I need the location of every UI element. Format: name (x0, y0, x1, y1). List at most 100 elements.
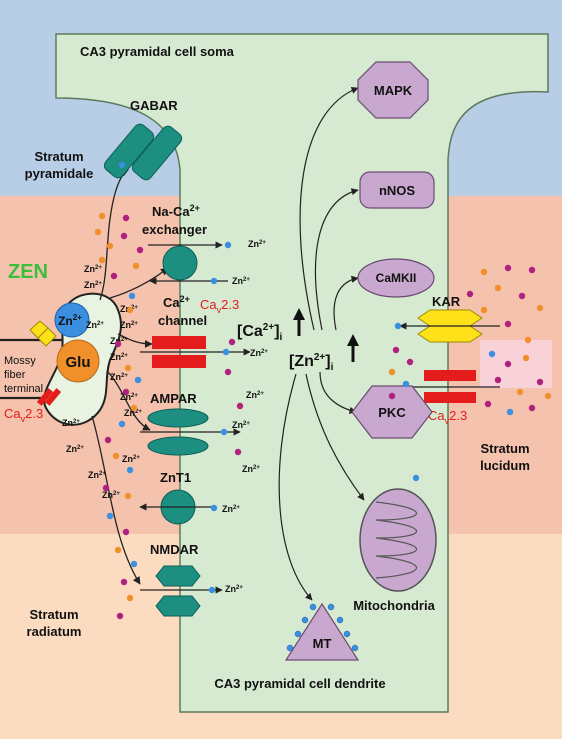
ion-dot (524, 336, 532, 344)
zn-ion-label: Zn2+ (232, 420, 250, 430)
ion-dot (130, 560, 138, 568)
arrow-to-camkii (333, 275, 359, 331)
na-ca-exchanger (162, 245, 198, 281)
ca-i-label: [Ca2+]i (237, 322, 283, 343)
soma-label: CA3 pyramidal cell soma (80, 44, 235, 59)
zn-ion-label: Zn2+ (110, 336, 128, 346)
ca-channel-cav-label: Cav2.3 (200, 297, 239, 315)
post-cav23-bottom (424, 392, 476, 403)
mitochondria-label: Mitochondria (353, 598, 435, 613)
ion-dot (494, 284, 502, 292)
stratum-lucidum-label-2: lucidum (480, 458, 530, 473)
zn-ion-label: Zn2+ (248, 239, 266, 249)
ion-dot (544, 392, 552, 400)
zn-ion-label: Zn2+ (124, 408, 142, 418)
ion-dot (234, 448, 242, 456)
ion-dot (488, 350, 496, 358)
zn-ion-label: Zn2+ (242, 464, 260, 474)
presynaptic-cav23-channel (36, 388, 62, 406)
arrow-to-mitochondria (305, 373, 365, 501)
mapk-label: MAPK (374, 83, 413, 98)
ion-dot (118, 161, 126, 169)
zn-ion-labels: Zn2+ Zn2+ Zn2+ Zn2+ Zn2+ Zn2+ Zn2+ Zn2+ Zn2+ Zn2+… (62, 239, 268, 594)
ion-dot (102, 484, 110, 492)
mt-label: MT (313, 636, 332, 651)
ion-dot (224, 368, 232, 376)
ion-dot (480, 268, 488, 276)
exchanger-label-2: exchanger (142, 222, 207, 237)
nmdar-bottom (155, 595, 201, 617)
zn-ion-label: Zn2+ (120, 320, 138, 330)
stratum-pyramidale-label-1: Stratum (34, 149, 83, 164)
ion-dot (506, 408, 514, 416)
zn-ion-label: Zn2+ (86, 320, 104, 330)
ion-dot (388, 392, 396, 400)
ion-dot (388, 368, 396, 376)
zen-label: ZEN (8, 261, 48, 283)
ion-dot (504, 320, 512, 328)
ca-i-up-arrow (293, 308, 305, 336)
mt-target (284, 602, 360, 661)
ion-dot (504, 264, 512, 272)
camkii-target (357, 258, 435, 298)
nnos-target (359, 171, 435, 209)
zn-ion-label: Zn2+ (84, 280, 102, 290)
ion-dot (98, 212, 106, 220)
ion-dot (210, 504, 218, 512)
ion-dot (126, 306, 134, 314)
zn-ion-label: Zn2+ (62, 418, 80, 428)
gabar-label: GABAR (130, 98, 178, 113)
ion-dot (406, 358, 414, 366)
ion-dot (124, 364, 132, 372)
ion-dot (114, 340, 122, 348)
ion-dot (392, 346, 400, 354)
ion-dot (518, 292, 526, 300)
kar-receptor (417, 309, 483, 343)
ion-dot (236, 402, 244, 410)
ion-dot (528, 404, 536, 412)
ion-dot (134, 376, 142, 384)
ion-dot (522, 354, 530, 362)
presynaptic-kar (29, 320, 57, 347)
ion-dot (484, 400, 492, 408)
mossy-label-1: Mossy (4, 355, 36, 367)
ion-dot (94, 228, 102, 236)
dendrite-label: CA3 pyramidal cell dendrite (214, 676, 385, 691)
arrow-to-ampar (107, 371, 151, 431)
ca-channel-label-2: channel (158, 313, 207, 328)
nnos-label: nNOS (379, 183, 415, 198)
ion-dot (126, 466, 134, 474)
ca-channel-label-1: Ca2+ (163, 294, 190, 310)
mossy-label-3: terminal (4, 383, 43, 395)
ion-dot (122, 528, 130, 536)
zn-ion-label: Zn2+ (222, 504, 240, 514)
ion-dot (122, 388, 130, 396)
zn-ion-label: Zn2+ (232, 276, 250, 286)
ion-dot (536, 304, 544, 312)
ion-dot (222, 348, 230, 356)
ion-dot (412, 474, 420, 482)
zn-i-label: [Zn2+]i (289, 352, 334, 373)
ion-dot (104, 436, 112, 444)
zn-ion-label: Zn2+ (250, 348, 268, 358)
arrow-to-mt (278, 373, 313, 601)
ca-channel-top (152, 336, 206, 349)
zn-ion-label: Zn2+ (246, 390, 264, 400)
zn-ion-label: Zn2+ (88, 470, 106, 480)
mossy-label-2: fiber (4, 369, 26, 381)
zn-vesicle (54, 302, 90, 338)
ion-dot (136, 246, 144, 254)
zn-ion-label: Zn2+ (102, 490, 120, 500)
zn-ion-label: Zn2+ (120, 304, 138, 314)
ion-dot (228, 338, 236, 346)
ion-dot (480, 306, 488, 314)
znt1-label: ZnT1 (160, 470, 191, 485)
zn-ion-label: Zn2+ (225, 584, 243, 594)
ion-dot (504, 360, 512, 368)
zn-ion-label: Zn2+ (122, 454, 140, 464)
gabar-receptor (103, 123, 183, 181)
kar-label: KAR (432, 294, 461, 309)
ion-dot (124, 492, 132, 500)
mapk-target (357, 61, 429, 119)
